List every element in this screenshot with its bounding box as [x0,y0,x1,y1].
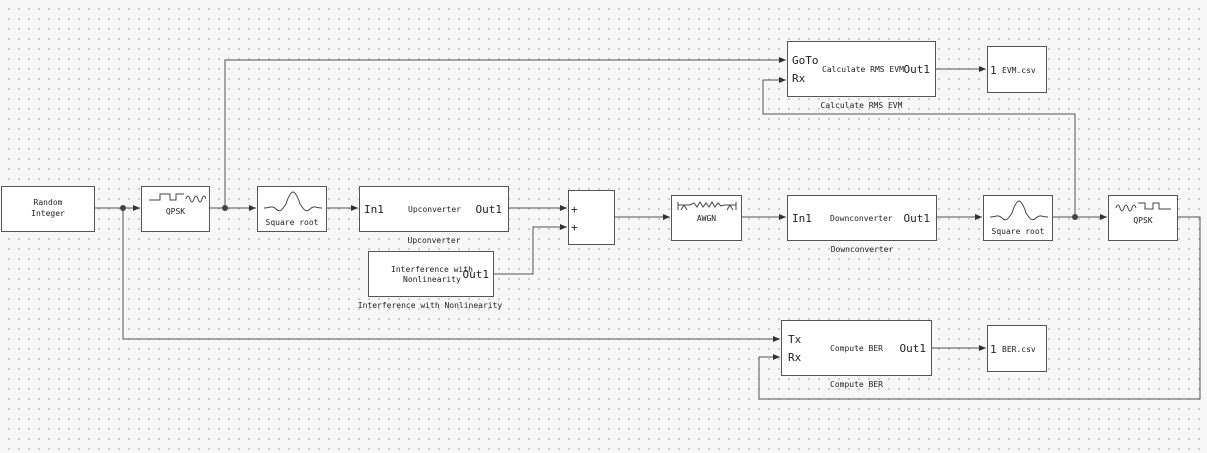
line-branch-to-ber-tx [122,208,780,342]
evm-name: Calculate RMS EVM [822,65,904,74]
downconverter-caption: Downconverter [830,245,894,254]
qpsk-demodulator-block[interactable]: QPSK [1108,195,1178,241]
upconverter-in-port: In1 [364,203,384,216]
noise-channel-icon [677,201,737,211]
upconverter-name: Upconverter [408,205,461,214]
downconverter-block[interactable]: In1 Downconverter Out1 [787,195,937,241]
upconverter-out-port: Out1 [475,203,503,216]
sqrt-raised-cosine-tx-block[interactable]: Square root [257,186,327,232]
line-interf-to-sum [494,224,567,275]
awgn-label: AWGN [696,214,717,223]
sum-block[interactable]: + + [568,190,615,245]
square-wave-to-sine-icon [149,193,206,203]
ber-file-port: 1 [990,343,997,356]
evm-caption: Calculate RMS EVM [820,101,903,110]
sqrt-raised-cosine-rx-block[interactable]: Square root [983,195,1053,241]
qpsk-demodulator-label: QPSK [1133,216,1153,225]
sinc-pulse-icon [263,191,323,212]
ber-name: Compute BER [830,344,883,353]
evm-goto-port: GoTo [792,54,819,67]
junction-dot [120,205,126,211]
interference-label-2: Nonlinearity [403,275,461,284]
evm-file-port: 1 [990,64,997,77]
upconverter-caption: Upconverter [407,236,461,245]
ber-out-port: Out1 [899,342,927,355]
sine-to-square-wave-icon [1115,202,1171,212]
interference-caption: Interference with Nonlinearity [357,301,503,310]
calculate-rms-evm-block[interactable]: GoTo Rx Calculate RMS EVM Out1 [787,41,936,97]
sqrt-rx-label: Square root [991,227,1045,236]
downconverter-out-port: Out1 [903,212,931,225]
random-integer-label-2: Integer [31,209,65,218]
line-demod-to-ber-rx [758,216,1201,400]
compute-ber-block[interactable]: Tx Rx Compute BER Out1 [781,320,932,376]
sqrt-tx-label: Square root [265,218,319,227]
junction-dot [222,205,228,211]
line-branch-to-goto [224,57,786,208]
interference-out-port: Out1 [462,268,490,281]
evm-rx-port: Rx [792,72,806,85]
sinc-pulse-icon [989,200,1049,221]
evm-file-sink-block[interactable]: 1 EVM.csv [987,46,1047,93]
interference-block[interactable]: Interference with Nonlinearity Out1 [368,251,494,297]
evm-file-name: EVM.csv [1002,66,1036,75]
random-integer-block[interactable]: Random Integer [1,186,95,232]
sum-plus-2: + [571,221,578,234]
upconverter-block[interactable]: In1 Upconverter Out1 [359,186,509,232]
ber-file-sink-block[interactable]: 1 BER.csv [987,325,1047,372]
ber-caption: Compute BER [830,380,883,389]
qpsk-modulator-block[interactable]: QPSK [141,186,210,232]
qpsk-modulator-label: QPSK [165,207,186,216]
interference-label-1: Interference with [391,265,473,274]
sum-plus-1: + [571,203,578,216]
evm-out-port: Out1 [903,63,931,76]
downconverter-in-port: In1 [792,212,812,225]
ber-rx-port: Rx [788,351,802,364]
line-branch-to-evm-rx [762,77,1076,217]
ber-tx-port: Tx [788,333,802,346]
ber-file-name: BER.csv [1002,345,1036,354]
random-integer-label-1: Random [33,198,63,207]
downconverter-name: Downconverter [830,214,893,223]
awgn-channel-block[interactable]: AWGN [671,195,742,241]
junction-dot [1072,214,1078,220]
